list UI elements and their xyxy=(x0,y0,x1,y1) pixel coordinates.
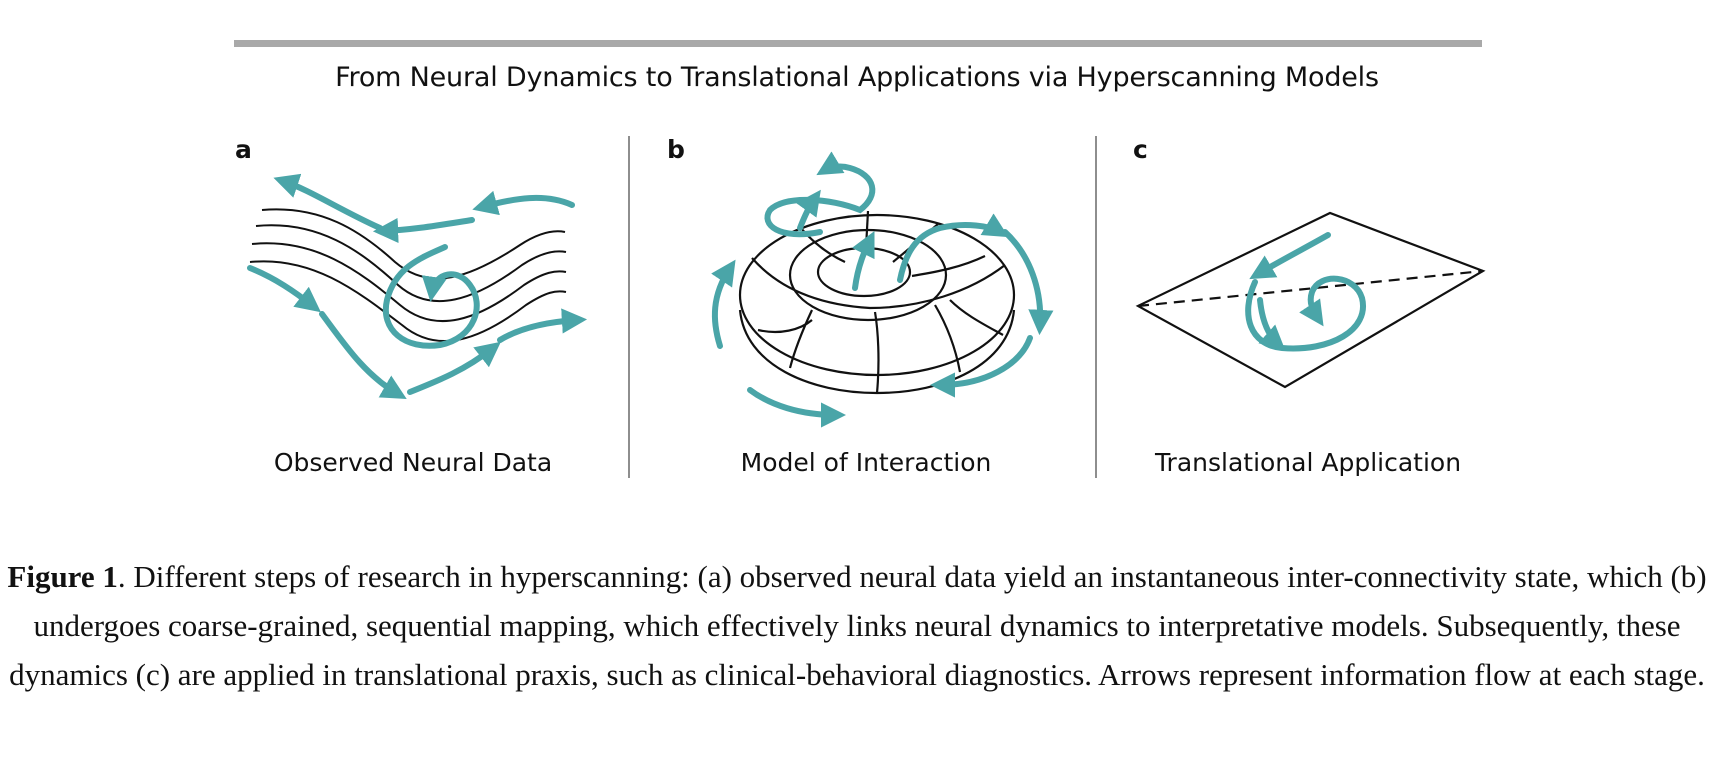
panel-b-label: Model of Interaction xyxy=(740,448,992,477)
panel-divider-2 xyxy=(1095,136,1097,478)
figure-title: From Neural Dynamics to Translational Ap… xyxy=(335,62,1379,93)
panel-c-label: Translational Application xyxy=(1154,448,1462,477)
panel-b-arrows xyxy=(711,151,1054,428)
panel-a-arrows xyxy=(247,173,588,400)
figure-caption: Figure 1. Different steps of research in… xyxy=(0,552,1714,699)
panel-c-arrows xyxy=(1245,232,1367,352)
caption-label: Figure 1 xyxy=(7,559,118,594)
panel-c-letter: c xyxy=(1133,135,1148,164)
figure-illustration xyxy=(247,151,1486,428)
panel-b-torus xyxy=(738,210,1016,395)
panel-c-plane xyxy=(1135,211,1486,389)
panel-b-letter: b xyxy=(667,135,685,164)
panel-a-letter: a xyxy=(235,135,252,164)
panel-a-flow-lines xyxy=(249,208,567,343)
panel-a-label: Observed Neural Data xyxy=(273,448,553,477)
top-rule xyxy=(234,40,1482,47)
panel-divider-1 xyxy=(628,136,630,478)
caption-text: . Different steps of research in hypersc… xyxy=(9,559,1707,692)
